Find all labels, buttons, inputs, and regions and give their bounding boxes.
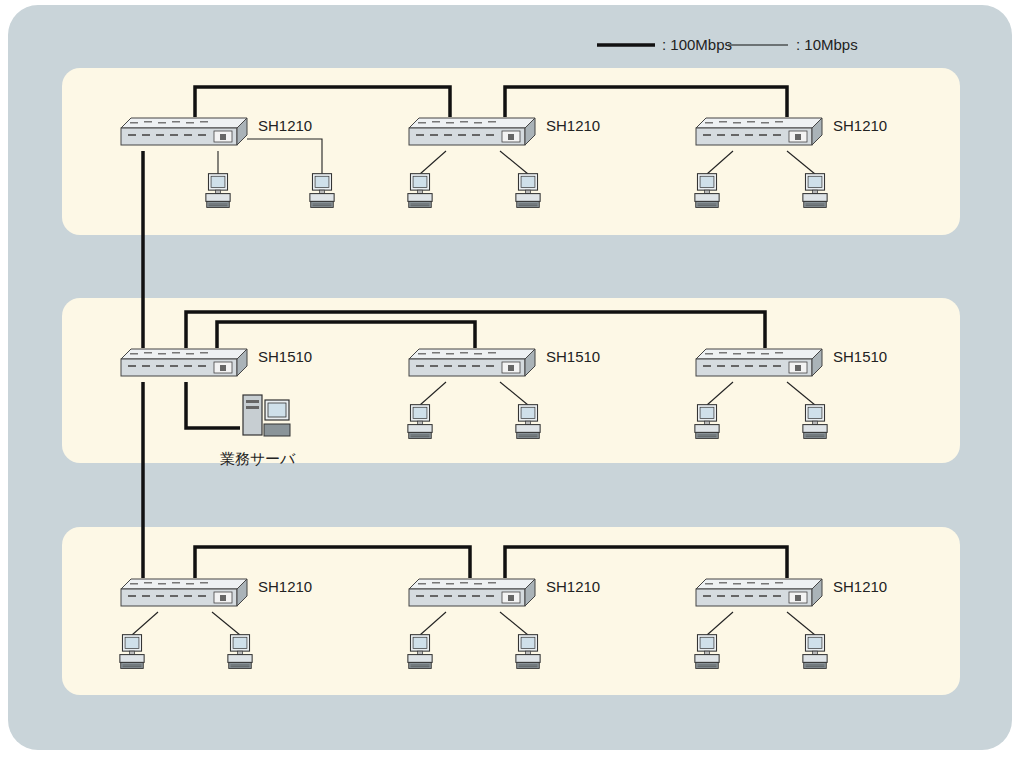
device-label: SH1510 — [833, 348, 887, 366]
switch-hub: SH1210 — [408, 578, 536, 612]
pc-link — [212, 612, 240, 635]
pc-link — [787, 382, 815, 405]
legend-thin-line — [728, 44, 788, 45]
server-label: 業務サーバ — [220, 450, 295, 468]
pc-link — [707, 382, 733, 405]
pc-link — [787, 151, 815, 174]
network-link — [505, 87, 787, 117]
legend-thick-line — [597, 43, 655, 47]
device-label: SH1210 — [546, 117, 600, 135]
pc-link — [420, 382, 446, 405]
pc-icon — [516, 174, 540, 208]
pc-link — [500, 382, 528, 405]
switch-hub: SH1510 — [120, 348, 248, 382]
device-label: SH1210 — [833, 117, 887, 135]
pc-link — [787, 612, 815, 635]
pc-icon — [803, 405, 827, 439]
switch-icon — [408, 578, 536, 612]
network-link — [505, 547, 787, 578]
switch-hub: SH1510 — [408, 348, 536, 382]
switch-hub: SH1210 — [695, 578, 823, 612]
legend-text: : 10Mbps — [796, 36, 858, 54]
pc-icon — [803, 635, 827, 669]
device-label: SH1210 — [258, 578, 312, 596]
switch-hub: SH1210 — [695, 117, 823, 151]
pc-icon — [408, 174, 432, 208]
pc-link — [217, 151, 218, 174]
network-link — [195, 87, 450, 117]
device-label: SH1510 — [546, 348, 600, 366]
pc-link — [420, 612, 446, 635]
network-link — [195, 547, 470, 578]
pc-icon — [516, 635, 540, 669]
pc-icon — [408, 635, 432, 669]
pc-link — [707, 151, 733, 174]
switch-icon — [408, 348, 536, 382]
network-link — [186, 382, 240, 428]
pc-icon — [695, 174, 719, 208]
pc-link — [500, 151, 528, 174]
switch-hub: SH1510 — [695, 348, 823, 382]
floor-band — [62, 527, 960, 695]
device-label: SH1210 — [546, 578, 600, 596]
network-link — [186, 312, 765, 348]
network-link — [141, 151, 145, 348]
switch-hub: SH1210 — [120, 117, 248, 151]
switch-icon — [120, 578, 248, 612]
device-label: SH1210 — [258, 117, 312, 135]
server-icon — [240, 392, 292, 440]
pc-link — [500, 612, 528, 635]
switch-hub: SH1210 — [120, 578, 248, 612]
pc-link — [707, 612, 733, 635]
device-label: SH1210 — [833, 578, 887, 596]
pc-link — [247, 139, 322, 174]
pc-icon — [120, 635, 144, 669]
pc-icon — [228, 635, 252, 669]
legend-text: : 100Mbps — [662, 36, 732, 54]
pc-icon — [408, 405, 432, 439]
pc-icon — [310, 174, 334, 208]
pc-icon — [803, 174, 827, 208]
network-link — [141, 382, 145, 578]
switch-icon — [408, 117, 536, 151]
floor-band — [62, 298, 960, 463]
server: 業務サーバ — [240, 392, 292, 440]
switch-icon — [120, 348, 248, 382]
switch-icon — [120, 117, 248, 151]
switch-icon — [695, 117, 823, 151]
pc-link — [420, 151, 446, 174]
pc-icon — [695, 635, 719, 669]
pc-icon — [206, 174, 230, 208]
switch-hub: SH1210 — [408, 117, 536, 151]
device-label: SH1510 — [258, 348, 312, 366]
switch-icon — [695, 348, 823, 382]
network-link — [217, 322, 475, 348]
pc-icon — [695, 405, 719, 439]
pc-link — [132, 612, 158, 635]
pc-icon — [516, 405, 540, 439]
floor-band — [62, 68, 960, 235]
switch-icon — [695, 578, 823, 612]
outer-panel — [8, 5, 1012, 750]
